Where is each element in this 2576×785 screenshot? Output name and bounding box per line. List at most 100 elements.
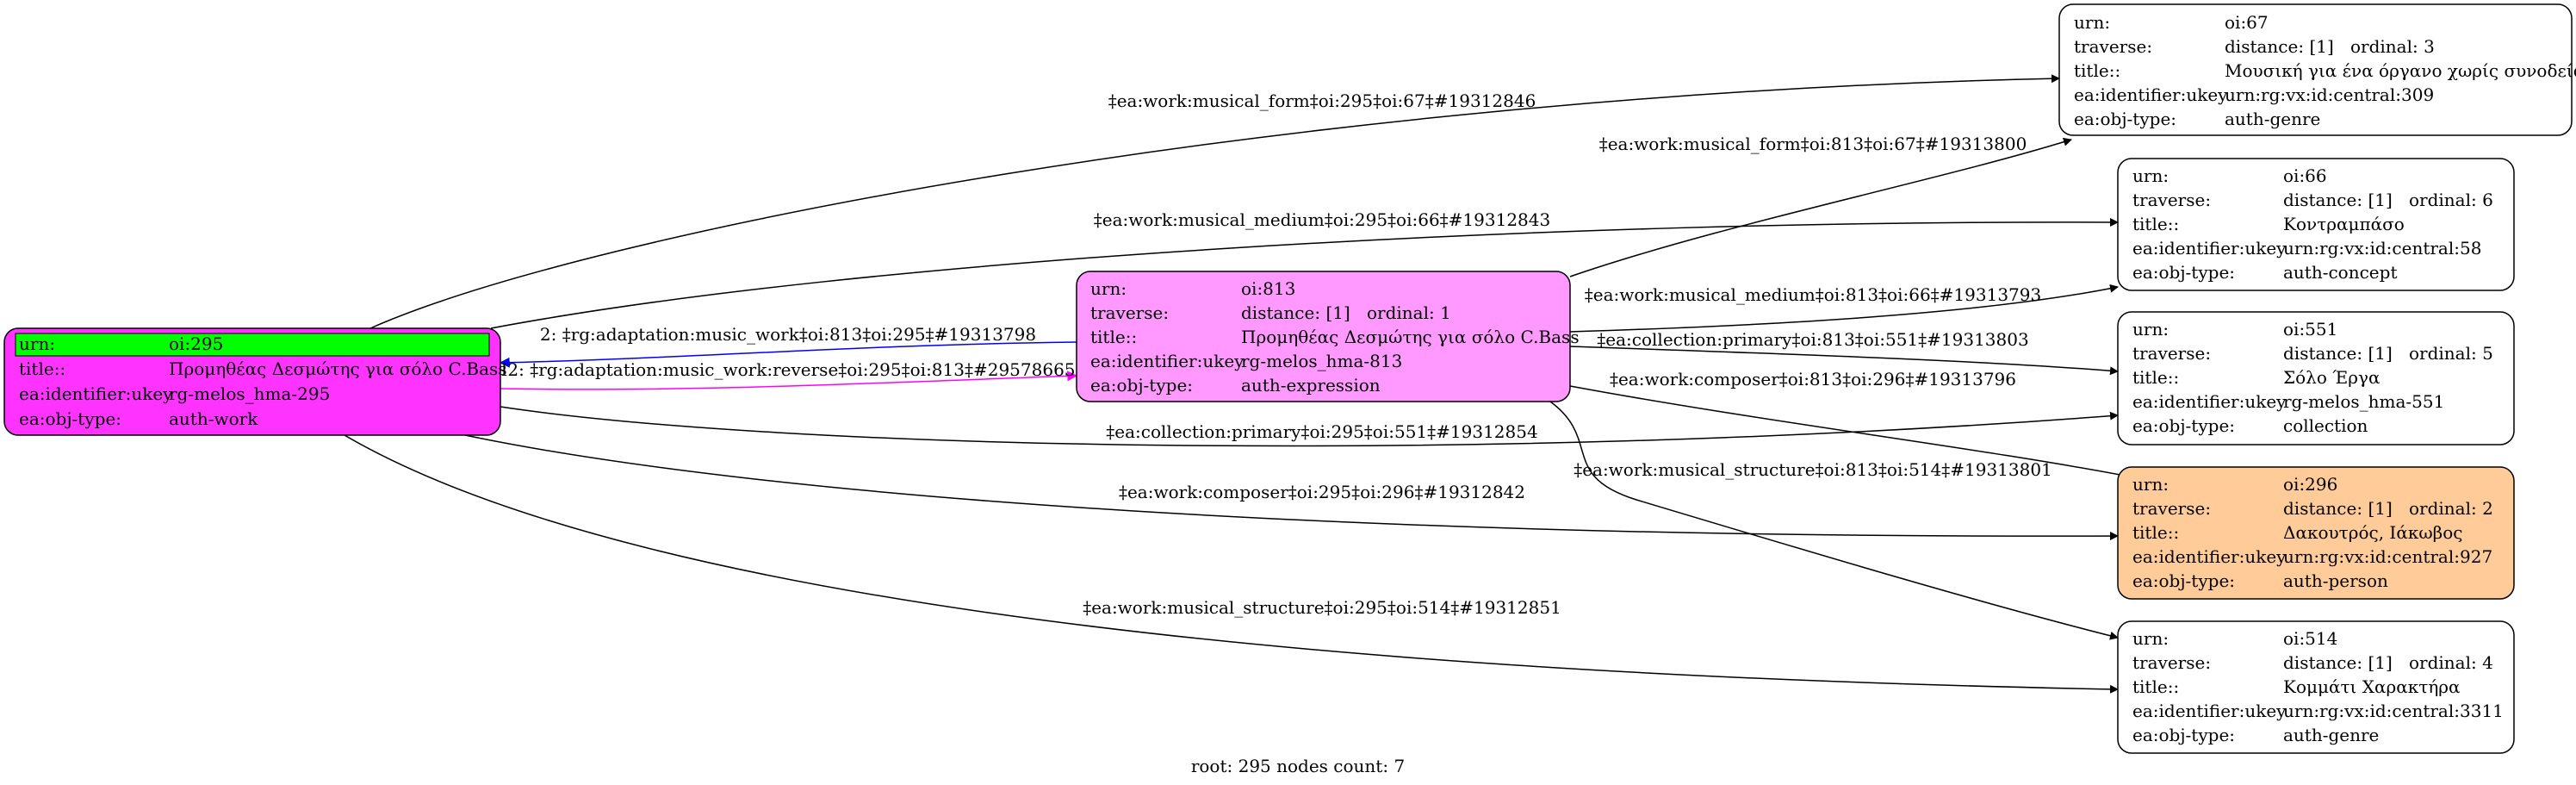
field-extra: ordinal: 6	[2409, 190, 2493, 210]
edge-label: ‡ea:work:musical_form‡oi:813‡oi:67‡#1931…	[1599, 134, 2027, 154]
field-key: urn:	[2132, 165, 2169, 186]
edge-label: ‡ea:work:musical_medium‡oi:295‡oi:66‡#19…	[1094, 209, 1550, 230]
graph-caption: root: 295 nodes count: 7	[1191, 756, 1405, 776]
field-value: oi:295	[169, 333, 223, 354]
field-key: title::	[2132, 367, 2179, 388]
edge-label: ‡ea:work:musical_medium‡oi:813‡oi:66‡#19…	[1585, 284, 2041, 305]
field-key: urn:	[2132, 474, 2169, 495]
node-oi-551[interactable]: urn: oi:551 traverse: distance: [1] ordi…	[2117, 311, 2515, 445]
edge-label: ‡ea:work:musical_form‡oi:295‡oi:67‡#1931…	[1108, 90, 1536, 111]
field-value: distance: [1]	[2283, 343, 2393, 364]
field-key: title::	[2132, 676, 2179, 697]
edge-root-to-514: ‡ea:work:musical_structure‡oi:295‡oi:514…	[344, 434, 2119, 694]
node-oi-66[interactable]: urn: oi:66 traverse: distance: [1] ordin…	[2117, 158, 2515, 291]
field-key: ea:obj-type:	[2132, 570, 2235, 591]
field-key: title::	[19, 358, 65, 379]
field-value: oi:67	[2225, 12, 2269, 33]
edge-label: ‡ea:collection:primary‡oi:813‡oi:551‡#19…	[1597, 329, 2028, 350]
edge-label: 2: ‡rg:adaptation:music_work‡oi:813‡oi:2…	[540, 324, 1036, 345]
field-extra: ordinal: 5	[2409, 343, 2493, 364]
field-value: Προμηθέας Δεσμώτης για σόλο C.Bass	[169, 358, 507, 379]
field-key: ea:obj-type:	[2132, 262, 2235, 283]
edge-root-to-66: ‡ea:work:musical_medium‡oi:295‡oi:66‡#19…	[490, 209, 2119, 329]
field-key: urn:	[2132, 319, 2169, 340]
field-key: traverse:	[2132, 652, 2211, 673]
field-value: oi:296	[2283, 474, 2337, 495]
field-key: ea:identifier:ukey	[2132, 546, 2287, 567]
field-value: Κομμάτι Χαρακτήρα	[2283, 676, 2461, 697]
field-key: ea:identifier:ukey	[2132, 701, 2287, 721]
edge-813-to-root: 2: ‡rg:adaptation:music_work‡oi:813‡oi:2…	[499, 324, 1077, 368]
field-value: auth-concept	[2283, 262, 2397, 283]
node-oi-67[interactable]: urn: oi:67 traverse: distance: [1] ordin…	[2058, 3, 2576, 136]
field-value: oi:551	[2283, 319, 2337, 340]
field-value: urn:rg:vx:id:central:309	[2225, 84, 2434, 105]
field-key: traverse:	[1090, 302, 1169, 323]
node-oi-295[interactable]: urn: oi:295 title:: Προμηθέας Δεσμώτης γ…	[3, 327, 507, 436]
field-key: urn:	[2132, 628, 2169, 649]
field-value: distance: [1]	[2225, 36, 2334, 57]
field-key: ea:obj-type:	[19, 408, 121, 429]
edge-813-to-66: ‡ea:work:musical_medium‡oi:813‡oi:66‡#19…	[1569, 283, 2119, 333]
field-value: urn:rg:vx:id:central:3311	[2283, 701, 2504, 721]
edge-813-to-514: ‡ea:work:musical_structure‡oi:813‡oi:514…	[1549, 401, 2119, 640]
field-key: ea:obj-type:	[2132, 415, 2235, 436]
edges: ‡ea:work:musical_form‡oi:295‡oi:67‡#1931…	[344, 74, 2130, 694]
node-oi-813[interactable]: urn: oi:813 traverse: distance: [1] ordi…	[1076, 271, 1580, 402]
field-value: Κοντραμπάσο	[2283, 214, 2405, 234]
field-key: urn:	[2074, 12, 2110, 33]
field-value: distance: [1]	[2283, 652, 2393, 673]
field-value: oi:813	[1241, 278, 1295, 299]
field-value: auth-genre	[2225, 109, 2320, 129]
field-extra: ordinal: 1	[1367, 302, 1451, 323]
field-key: ea:identifier:ukey	[2132, 391, 2287, 412]
field-extra: ordinal: 4	[2409, 652, 2493, 673]
field-value: rg-melos_hma-813	[1241, 351, 1402, 371]
field-key: ea:identifier:ukey	[19, 383, 173, 404]
field-extra: ordinal: 2	[2409, 498, 2493, 519]
field-value: distance: [1]	[2283, 190, 2393, 210]
edge-root-to-813: I2: ‡rg:adaptation:music_work:reverse‡oi…	[500, 359, 1078, 390]
edge-813-to-551: ‡ea:collection:primary‡oi:813‡oi:551‡#19…	[1569, 329, 2119, 376]
field-value: distance: [1]	[2283, 498, 2393, 519]
field-value: distance: [1]	[1241, 302, 1350, 323]
field-key: ea:obj-type:	[2074, 109, 2176, 129]
field-key: title::	[2132, 214, 2179, 234]
edge-813-to-67: ‡ea:work:musical_form‡oi:813‡oi:67‡#1931…	[1569, 134, 2072, 277]
field-value: auth-genre	[2283, 725, 2379, 745]
edge-root-to-551: ‡ea:collection:primary‡oi:295‡oi:551‡#19…	[500, 406, 2119, 447]
field-key: title::	[2132, 522, 2179, 543]
field-key: title::	[2074, 60, 2120, 81]
edge-root-to-296: ‡ea:work:composer‡oi:295‡oi:296‡#1931284…	[464, 434, 2119, 541]
field-key: urn:	[19, 333, 55, 354]
field-key: traverse:	[2132, 498, 2211, 519]
edge-label: ‡ea:work:composer‡oi:295‡oi:296‡#1931284…	[1119, 482, 1525, 502]
edge-label: I2: ‡rg:adaptation:music_work:reverse‡oi…	[500, 359, 1075, 380]
field-value: auth-work	[169, 408, 258, 429]
field-value: auth-person	[2283, 570, 2388, 591]
field-value: oi:514	[2283, 628, 2337, 649]
node-oi-296[interactable]: urn: oi:296 traverse: distance: [1] ordi…	[2117, 466, 2515, 600]
field-key: traverse:	[2132, 343, 2211, 364]
nodes: urn: oi:295 title:: Προμηθέας Δεσμώτης γ…	[3, 3, 2576, 754]
edge-label: ‡ea:work:musical_structure‡oi:813‡oi:514…	[1574, 459, 2052, 480]
field-value: rg-melos_hma-295	[169, 383, 330, 404]
field-key: ea:obj-type:	[2132, 725, 2235, 745]
edge-label: ‡ea:work:composer‡oi:813‡oi:296‡#1931379…	[1610, 369, 2016, 389]
field-key: traverse:	[2132, 190, 2211, 210]
field-key: ea:identifier:ukey	[2074, 84, 2228, 105]
field-key: title::	[1090, 327, 1137, 347]
field-key: ea:obj-type:	[1090, 375, 1193, 396]
field-value: rg-melos_hma-551	[2283, 391, 2444, 412]
node-oi-514[interactable]: urn: oi:514 traverse: distance: [1] ordi…	[2117, 620, 2515, 754]
edge-root-to-67: ‡ea:work:musical_form‡oi:295‡oi:67‡#1931…	[369, 74, 2060, 329]
field-key: traverse:	[2074, 36, 2152, 57]
field-value: Μουσική για ένα όργανο χωρίς συνοδεία	[2225, 60, 2576, 81]
field-value: urn:rg:vx:id:central:927	[2283, 546, 2492, 567]
field-key: ea:identifier:ukey	[2132, 238, 2287, 259]
field-value: Προμηθέας Δεσμώτης για σόλο C.Bass	[1241, 327, 1580, 347]
field-value: Δακουτρός, Ιάκωβος	[2283, 522, 2462, 543]
field-value: urn:rg:vx:id:central:58	[2283, 238, 2481, 259]
field-extra: ordinal: 3	[2350, 36, 2435, 57]
